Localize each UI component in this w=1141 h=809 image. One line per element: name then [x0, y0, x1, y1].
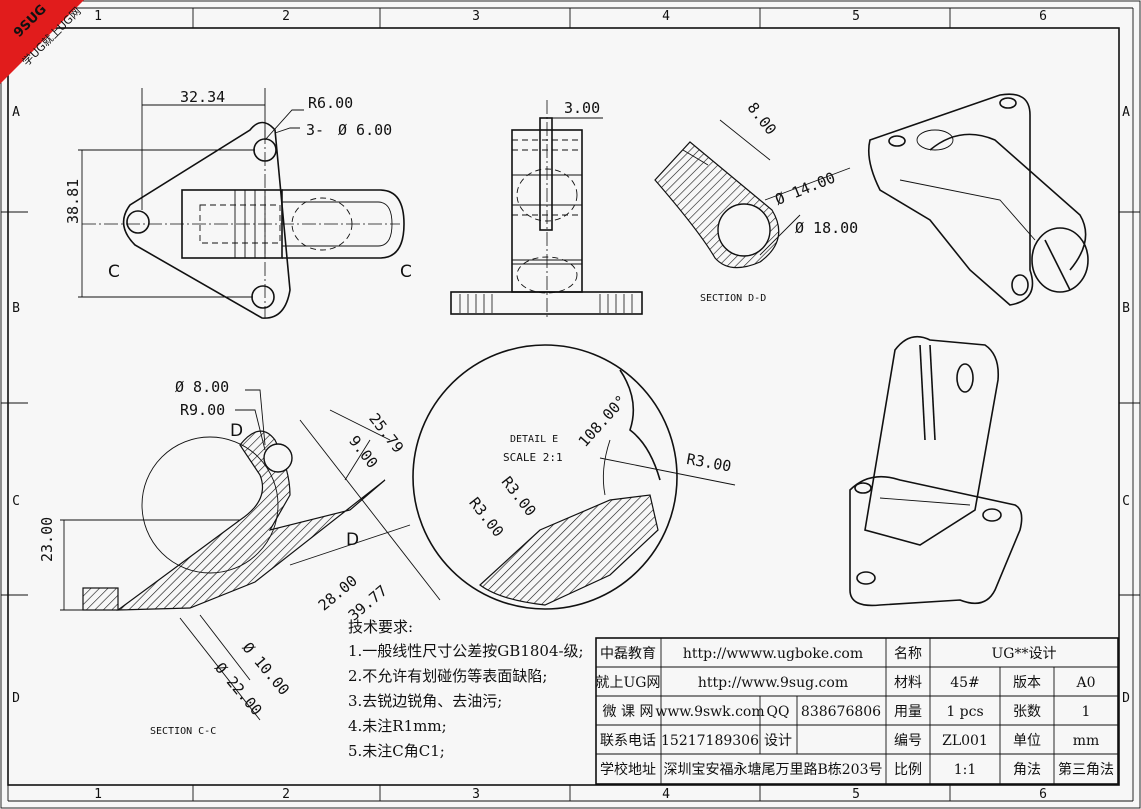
tb-value-version: A0: [1075, 675, 1095, 691]
tb-key-unit: 单位: [1013, 733, 1041, 749]
col-label-5b: 5: [852, 787, 860, 802]
tb-label-2: 就上UG网: [596, 675, 661, 691]
row-label-d-r: D: [1122, 691, 1130, 706]
dim-r9: R9.00: [180, 401, 225, 419]
col-label-4: 4: [662, 9, 670, 24]
tb-key-qty: 用量: [894, 704, 922, 720]
detail-e-view: DETAIL E SCALE 2:1 108.00° R3.00 R3.00 R…: [412, 344, 736, 610]
front-view: 3.00: [450, 99, 643, 320]
tb-label-5: 学校地址: [600, 761, 656, 778]
tech-requirements: 技术要求: 1.一般线性尺寸公差按GB1804-级; 2.不允许有划碰伤等表面缺…: [348, 618, 584, 760]
dim-9-00: 9.00: [345, 432, 381, 472]
tb-key-version: 版本: [1013, 675, 1041, 691]
tb-qq-value: 838676806: [801, 704, 881, 720]
tb-value-scale: 1:1: [954, 762, 977, 778]
dim-r3-b: R3.00: [465, 494, 507, 541]
tb-value-name: UG**设计: [992, 646, 1057, 662]
dim-108: 108.00°: [575, 392, 631, 451]
tb-key-projection: 角法: [1013, 762, 1041, 778]
section-d-d-label: SECTION D-D: [700, 293, 766, 304]
col-label-1b: 1: [94, 787, 102, 802]
tech-item-1: 1.一般线性尺寸公差按GB1804-级;: [348, 642, 584, 660]
iso-view-top: [867, 93, 1089, 306]
dim-d8: Ø 8.00: [175, 378, 229, 396]
row-label-c: C: [12, 494, 20, 509]
dim-holes-count: 3-: [306, 121, 324, 139]
tb-value-unit: mm: [1073, 733, 1100, 749]
tb-value-qty: 1 pcs: [946, 704, 983, 720]
section-mark-c-right: C: [400, 262, 412, 282]
dim-32-34: 32.34: [180, 88, 225, 106]
tb-value-projection: 第三角法: [1058, 761, 1114, 778]
tech-item-2: 2.不允许有划碰伤等表面缺陷;: [348, 667, 547, 685]
dim-d14: Ø 14.00: [773, 168, 838, 208]
row-label-c-r: C: [1122, 494, 1130, 509]
tech-item-3: 3.去锐边锐角、去油污;: [348, 692, 502, 710]
tb-qq-label: QQ: [767, 704, 790, 720]
dim-38-81: 38.81: [64, 179, 82, 224]
col-label-4b: 4: [662, 787, 670, 802]
col-label-3b: 3: [472, 787, 480, 802]
col-label-2: 2: [282, 9, 290, 24]
tb-value-number: ZL001: [942, 733, 988, 749]
section-mark-d-top: D: [230, 421, 243, 441]
tech-item-4: 4.未注R1mm;: [348, 717, 447, 735]
row-label-d: D: [12, 691, 20, 706]
dim-d18: Ø 18.00: [795, 219, 858, 237]
dim-r6: R6.00: [308, 94, 353, 112]
tb-key-name: 名称: [894, 646, 922, 662]
col-label-5: 5: [852, 9, 860, 24]
tb-url-1[interactable]: http://wwww.ugboke.com: [683, 646, 863, 662]
column-ticks: [1, 8, 1140, 801]
row-label-a: A: [12, 105, 20, 120]
col-label-2b: 2: [282, 787, 290, 802]
dim-hole-dia: Ø 6.00: [338, 121, 392, 139]
tb-label-3: 微 课 网: [603, 704, 654, 720]
tech-item-5: 5.未注C角C1;: [348, 742, 445, 760]
tb-label-1: 中磊教育: [600, 646, 656, 662]
tb-key-material: 材料: [894, 675, 922, 691]
tb-value-sheets: 1: [1082, 704, 1091, 720]
detail-e-scale: SCALE 2:1: [503, 451, 563, 464]
dim-23-00: 23.00: [38, 517, 56, 562]
dim-r3-right: R3.00: [685, 450, 733, 476]
col-label-3: 3: [472, 9, 480, 24]
row-label-b-r: B: [1122, 301, 1130, 316]
tb-key-scale: 比例: [894, 762, 922, 778]
col-label-1: 1: [94, 9, 102, 24]
row-label-a-r: A: [1122, 105, 1130, 120]
tb-url-3[interactable]: www.9swk.com: [655, 704, 764, 720]
tech-title: 技术要求:: [348, 618, 413, 636]
detail-e-label: DETAIL E: [510, 434, 558, 445]
section-c-c-label: SECTION C-C: [150, 726, 216, 737]
tb-value-material: 45#: [950, 675, 980, 691]
dim-3-00: 3.00: [564, 99, 600, 117]
top-view: 32.34 R6.00 3- Ø 6.00 38.81 C C: [64, 88, 412, 319]
row-label-b: B: [12, 301, 20, 316]
dim-r3-a: R3.00: [498, 473, 540, 520]
section-mark-d-bottom: D: [346, 530, 359, 550]
tb-address: 深圳宝安福永塘尾万里路B栋203号: [663, 761, 882, 778]
tb-design-label: 设计: [764, 733, 792, 749]
tb-url-2[interactable]: http://www.9sug.com: [698, 675, 848, 691]
title-block: [595, 637, 1119, 785]
section-mark-c-left: C: [108, 262, 120, 282]
tb-key-number: 编号: [894, 733, 922, 749]
col-label-6: 6: [1039, 9, 1047, 24]
section-d-d-view: 8.00 Ø 14.00 Ø 18.00 SECTION D-D: [654, 99, 858, 304]
iso-view-bottom: [849, 335, 1023, 607]
dim-8-00: 8.00: [744, 99, 780, 139]
tb-key-sheets: 张数: [1013, 704, 1041, 720]
col-label-6b: 6: [1039, 787, 1047, 802]
tb-label-4: 联系电话: [600, 733, 656, 749]
logo-ribbon: 9SUG 学UG就上UG网: [0, 0, 84, 84]
tb-phone: 15217189306: [661, 733, 759, 749]
